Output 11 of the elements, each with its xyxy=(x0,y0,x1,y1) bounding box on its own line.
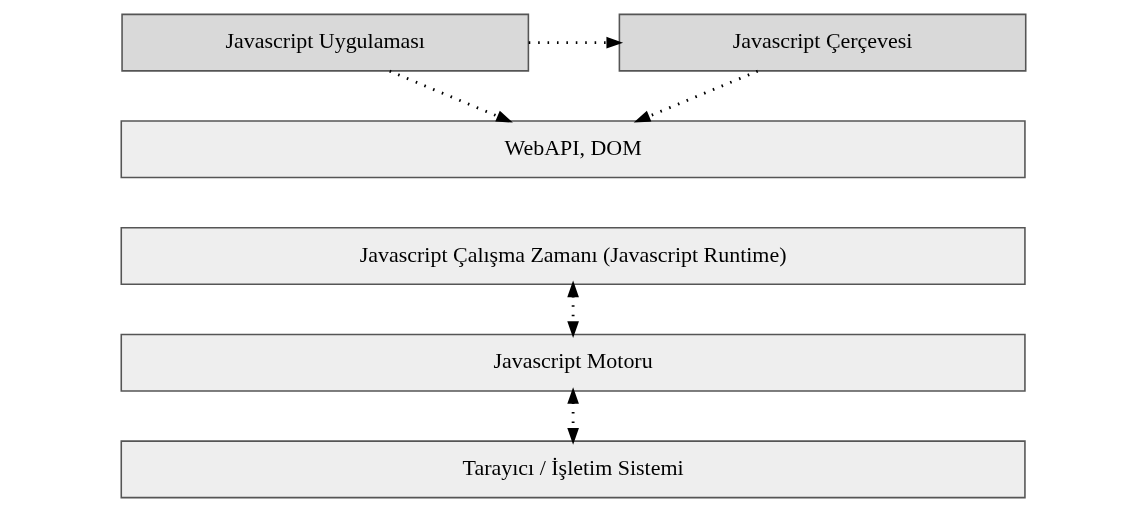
arrow xyxy=(389,69,513,123)
arrow xyxy=(567,387,579,445)
node-box: Javascript Çerçevesi xyxy=(618,13,1027,72)
node-box: Javascript Çalışma Zamanı (Javascript Runtime) xyxy=(120,226,1026,286)
node-box: Javascript Motoru xyxy=(120,333,1026,392)
node-box: WebAPI, DOM xyxy=(120,120,1026,179)
arrow xyxy=(528,36,624,49)
node-box: Javascript Uygulaması xyxy=(121,13,530,72)
arrow xyxy=(567,280,579,338)
node-box: Tarayıcı / İşletim Sistemi xyxy=(120,440,1026,499)
arrow xyxy=(633,69,759,123)
